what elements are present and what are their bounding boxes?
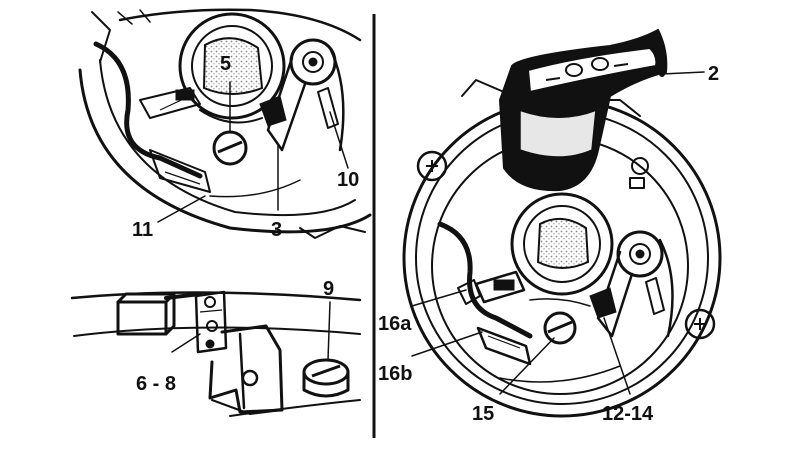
screw-5	[212, 130, 248, 166]
top-left-view: 5 3 10 11	[78, 8, 372, 241]
callout-5: 5	[220, 53, 231, 75]
mounting-screw-left	[416, 150, 448, 182]
lead-wire-16	[437, 221, 533, 366]
callout-2: 2	[708, 63, 719, 85]
lead-wire-11	[93, 41, 211, 193]
callout-15: 15	[472, 403, 494, 425]
callout-11: 11	[132, 219, 153, 241]
callout-3: 3	[271, 219, 282, 241]
screw-9	[302, 358, 350, 398]
cam-shaft-top	[178, 12, 286, 120]
callout-10: 10	[337, 169, 359, 191]
callout-9: 9	[323, 278, 334, 300]
condenser-block	[116, 292, 202, 336]
small-screw-top-right	[629, 157, 649, 189]
mounting-screw-right	[684, 308, 716, 340]
callout-6-8: 6 - 8	[136, 373, 176, 395]
cam-shaft-right	[510, 192, 614, 296]
breaker-arm-top	[259, 38, 345, 152]
breaker-arm-right	[589, 230, 674, 338]
bottom-left-view: 9 6 - 8	[70, 278, 362, 417]
callout-16b: 16b	[378, 363, 412, 385]
screw-15	[543, 311, 577, 345]
terminal-stack	[194, 290, 228, 354]
right-view: 2 16a 16b 15 12-14	[378, 28, 722, 425]
rotor-arm	[498, 28, 668, 192]
callout-12-14: 12-14	[602, 403, 654, 425]
mounting-bracket	[208, 324, 284, 415]
callout-16a: 16a	[378, 313, 412, 335]
